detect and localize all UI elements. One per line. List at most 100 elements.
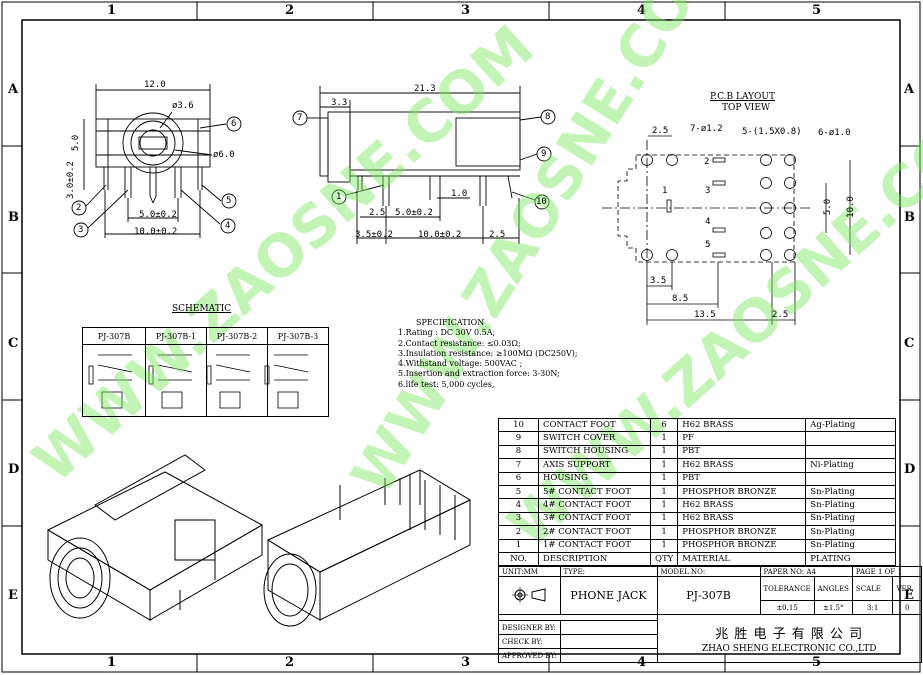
zone-row-B: B [8,210,19,225]
company-en: ZHAO SHENG ELECTRONIC CO.,LTD [701,644,877,654]
pcb-dim-slot: 5-(1.5X0.8) [742,127,802,137]
bom-cell: 1 [649,525,679,540]
callout-10: 10 [536,197,547,207]
model-value: PJ-307B [656,576,761,615]
pcb-dim-b3: 13.5 [694,310,716,320]
pcb-hole [760,154,772,166]
bom-cell: H62 BRASS [677,498,807,513]
pcb-hole [666,154,678,166]
pcb-hole [641,249,653,261]
dim-d4: 3.5±0.2 [355,230,393,240]
zone-row-C: C [904,336,915,351]
callout-8: 8 [545,112,551,122]
spec-title: SPECIFICATION [416,318,485,327]
bom-cell: 3# CONTACT FOOT [538,511,651,527]
angles-value: ±1.5° [813,600,853,615]
bom-cell: Sn-Plating [805,511,897,527]
zone-col-4: 4 [637,655,647,670]
pcb-slot [712,180,726,186]
bom-cell: PBT [677,471,807,486]
bom-cell: 10 [498,417,539,433]
pcb-hole [784,202,796,214]
bom-cell [805,471,897,486]
dim-height: 5.0 [71,134,82,152]
tolerance-label: TOLERANCE [759,576,815,601]
bom-cell: H62 BRASS [677,417,807,433]
pcb-pin-5: 5 [705,240,711,250]
spec-line: 2.Contact resistance: ≤0.03Ω; [398,338,521,348]
callout-1: 1 [336,192,342,202]
bom-cell: 1 [498,538,539,553]
zone-row-B: B [904,210,915,225]
bom-cell: 1 [649,471,679,486]
bom-cell: 7 [498,458,539,473]
type-label: TYPE: [559,566,658,577]
zone-col-5: 5 [812,655,822,670]
pcb-dim-b2: 8.5 [672,294,689,304]
zone-col-5: 5 [812,3,822,18]
pcb-slot [666,199,672,213]
bom-cell: 3 [498,511,539,527]
page-no: PAGE 1 OF 1 [851,566,922,577]
zone-col-3: 3 [461,3,471,18]
pcb-hole [666,249,678,261]
dim-d5: 10.0±0.2 [418,230,462,240]
isometric-view-left [46,454,264,621]
pcb-hole [641,154,653,166]
zone-col-1: 1 [107,3,117,18]
bom-cell: 1 [649,444,679,460]
spec-line: 3.Insulation resistance: ≥100MΩ (DC250V)… [398,348,578,358]
callout-9: 9 [541,149,547,159]
zone-row-E: E [8,588,18,603]
bom-cell: 1 [649,511,679,527]
schematic-model: PJ-307B-2 [206,327,268,345]
callout-4: 4 [225,221,231,231]
zone-row-C: C [8,336,19,351]
side-view [292,86,556,244]
bom-cell: PHOSPHOR BRONZE [677,484,807,500]
bom-cell: 1 [649,484,679,500]
pcb-hole [760,202,772,214]
bom-cell: H62 BRASS [677,458,807,473]
designer-label: DESIGNER BY: [498,620,561,635]
pcb-hole [760,227,772,239]
spec-line: 6.life test: 5,000 cycles, [398,379,495,389]
isometric-view-right [263,469,472,627]
dim-d2: 5.0±0.2 [395,208,433,218]
pcb-dim-b4: 2.5 [772,310,789,320]
callout-7: 7 [297,113,303,123]
pcb-subtitle: TOP VIEW [722,103,771,113]
symbol-cell [498,576,561,615]
pcb-dim-h1: 5.0 [823,198,834,216]
bom-cell: 1 [649,538,679,553]
dim-d1: 2.5 [369,208,386,218]
dim-pin-height: 3.0±0.2 [65,161,76,199]
bom-cell: PLATING [805,551,897,567]
pcb-slot [712,227,726,233]
bom-cell: HOUSING [538,471,651,486]
schematic-model: PJ-307B-3 [267,327,329,345]
callout-6: 6 [231,119,237,129]
zone-col-4: 4 [637,3,647,18]
pcb-hole [784,154,796,166]
bom-cell: Ni-Plating [805,458,897,473]
pcb-pin-3: 3 [705,186,711,196]
type-value: PHONE JACK [559,576,658,615]
bom-cell: PF [677,431,807,446]
bom-cell: Sn-Plating [805,538,897,553]
schematic-table: PJ-307B PJ-307B-1 PJ-307B-2 PJ-307B-3 [82,327,329,417]
bom-cell: 9 [498,431,539,446]
title-block: UNIT:MM TYPE: MODEL NO: PAPER NO: A4 PAG… [498,566,922,663]
pcb-layout [602,135,851,325]
dim-d3: 1.0 [451,189,468,199]
dim-pitch2: 10.0±0.2 [134,227,178,237]
pcb-hole [760,249,772,261]
